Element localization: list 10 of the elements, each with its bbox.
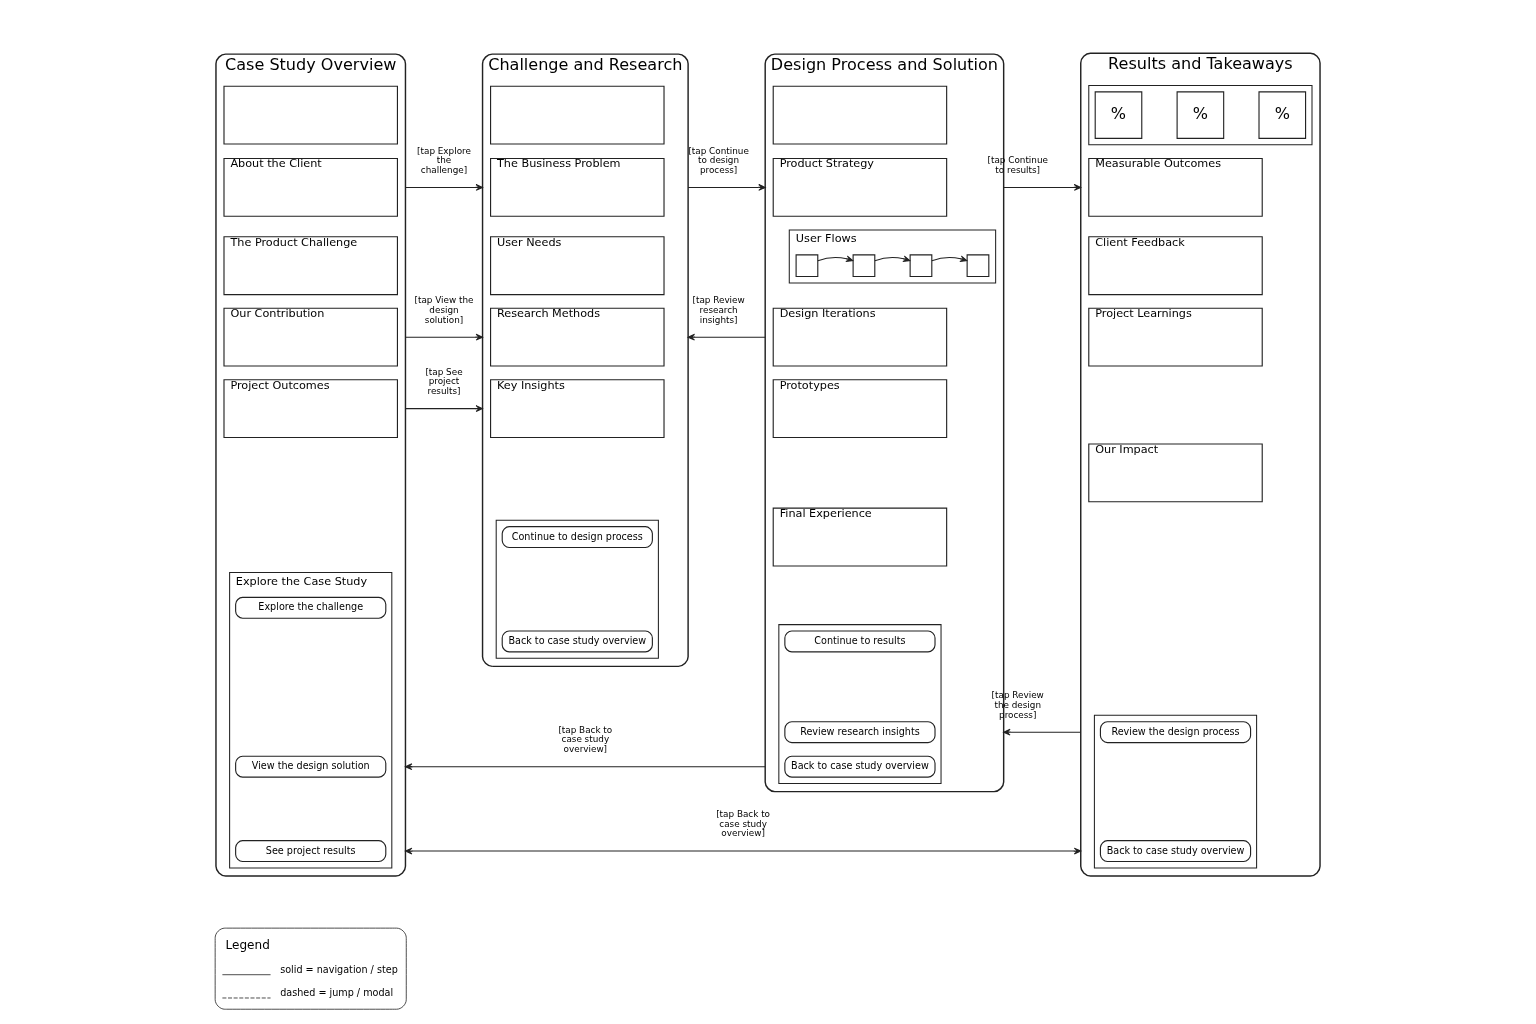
- edge-label: [tap Explore the challenge]: [417, 145, 471, 175]
- legend-label: solid = navigation / step: [280, 964, 398, 976]
- edge-label: [tap Continue to design process]: [688, 145, 749, 175]
- edge-label: [tap Back to case study overview]: [558, 724, 613, 755]
- edge-label: [tap Review research insights]: [692, 295, 745, 325]
- edge-label: [tap View the design solution]: [414, 295, 474, 325]
- label: Legend: [225, 937, 270, 952]
- edge-label: [tap See project results]: [425, 366, 463, 397]
- legend-label: dashed = jump / modal: [280, 987, 394, 999]
- edge-label: [tap Back to case study overview]: [716, 809, 771, 839]
